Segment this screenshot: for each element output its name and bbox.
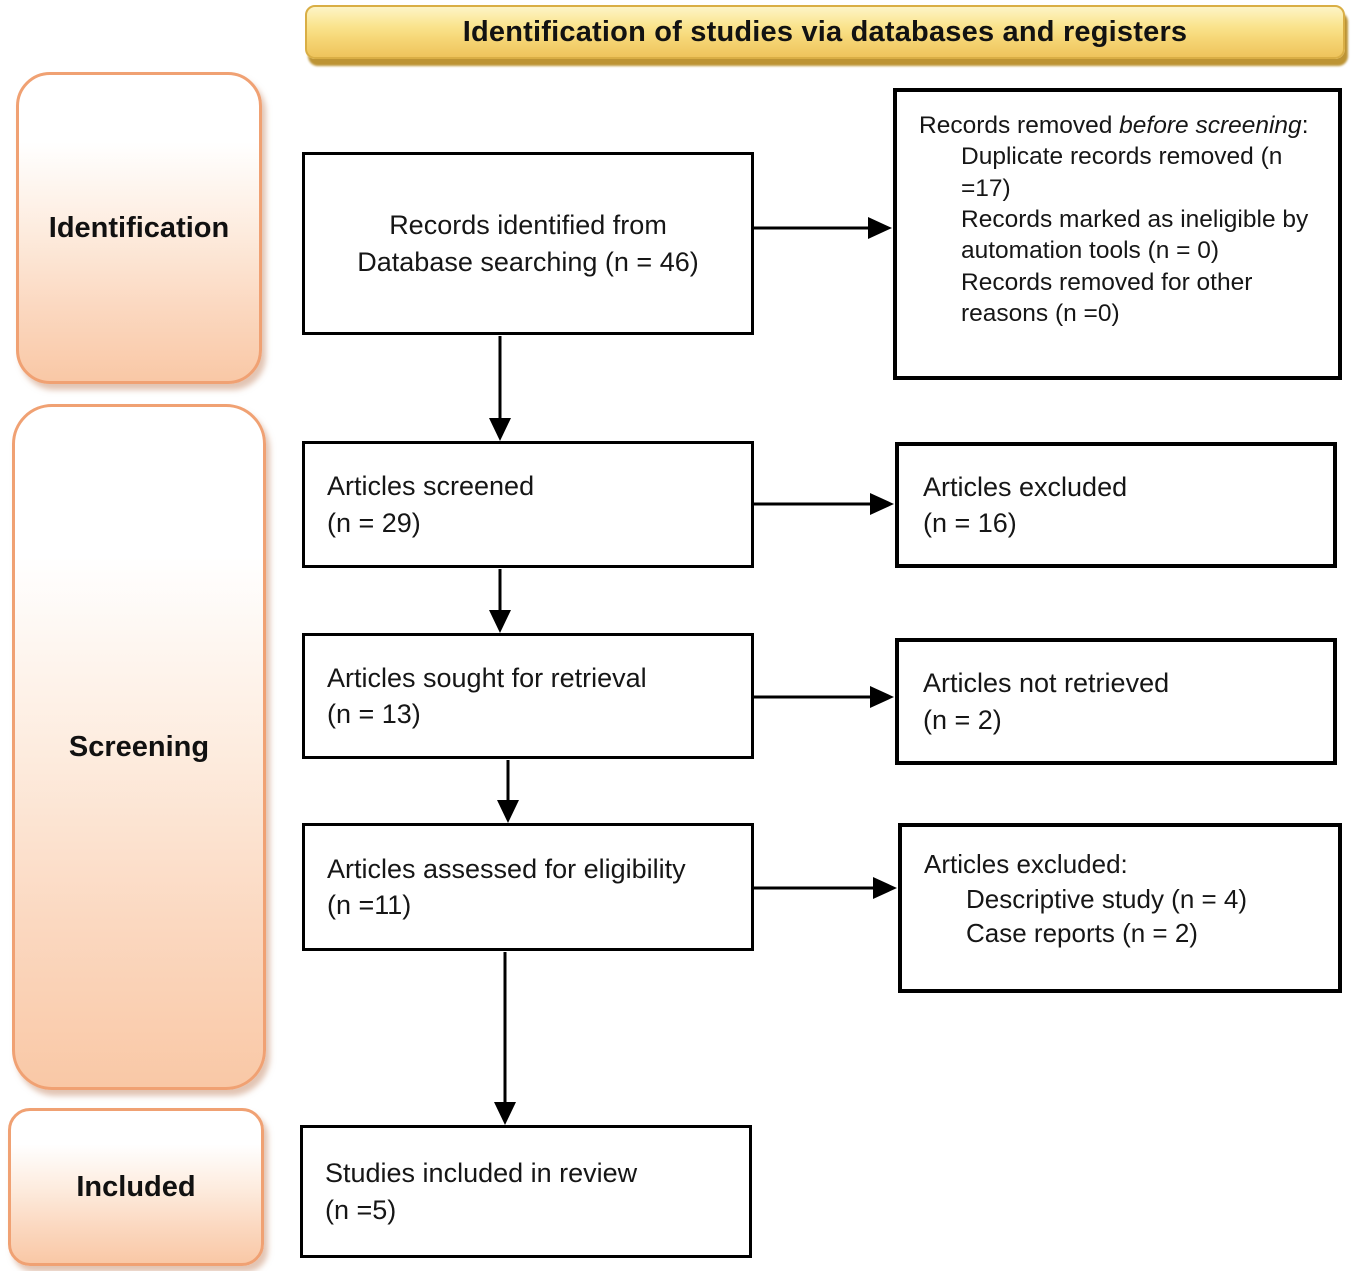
box-text-line: (n = 29) bbox=[327, 507, 421, 538]
heading-prefix: Records removed bbox=[919, 112, 1120, 139]
box-articles-excluded: Articles excluded (n = 16) bbox=[895, 442, 1337, 568]
arrow-identified-to-removed bbox=[754, 217, 892, 239]
box-text-line: Studies included in review bbox=[325, 1158, 638, 1189]
box-articles-sought: Articles sought for retrieval (n = 13) bbox=[302, 633, 754, 759]
box-articles-not-retrieved: Articles not retrieved (n = 2) bbox=[895, 638, 1337, 765]
excluded-item: Descriptive study (n = 4) bbox=[966, 883, 1248, 914]
box-studies-included: Studies included in review (n =5) bbox=[300, 1125, 752, 1258]
box-articles-screened: Articles screened (n = 29) bbox=[302, 441, 754, 568]
diagram-title: Identification of studies via databases … bbox=[462, 15, 1188, 48]
box-text-line: (n = 2) bbox=[923, 704, 1002, 735]
removed-item: Records removed for other reasons (n =0) bbox=[961, 268, 1253, 328]
box-text-line: Database searching (n = 46) bbox=[357, 246, 699, 277]
removed-item: Records marked as ineligible by automati… bbox=[961, 206, 1309, 265]
box-text-line: (n = 13) bbox=[327, 699, 421, 729]
box-records-identified: Records identified from Database searchi… bbox=[302, 152, 754, 335]
box-text-line: Articles excluded bbox=[923, 471, 1128, 502]
box-text-line: Articles sought for retrieval bbox=[327, 662, 647, 693]
arrow-screened-to-sought bbox=[489, 569, 511, 633]
stage-identification-label: Identification bbox=[48, 211, 230, 244]
box-text-line: Articles assessed for eligibility bbox=[327, 853, 686, 884]
stage-screening: Screening bbox=[12, 404, 266, 1090]
arrow-assessed-to-excluded bbox=[754, 877, 897, 899]
arrow-sought-to-assessed bbox=[497, 760, 519, 823]
stage-screening-label: Screening bbox=[68, 730, 210, 763]
heading-italic: before screening bbox=[1119, 112, 1302, 139]
excluded-heading: Articles excluded: bbox=[924, 849, 1128, 879]
box-articles-excluded-eligibility: Articles excluded: Descriptive study (n … bbox=[898, 823, 1342, 993]
box-text-line: (n =11) bbox=[327, 890, 412, 920]
title-banner: Identification of studies via databases … bbox=[305, 5, 1345, 59]
stage-included: Included bbox=[8, 1108, 264, 1266]
box-records-removed: Records removed before screening: Duplic… bbox=[893, 88, 1342, 380]
arrow-sought-to-notretrieved bbox=[754, 686, 894, 708]
stage-included-label: Included bbox=[76, 1170, 196, 1203]
excluded-item: Case reports (n = 2) bbox=[966, 918, 1198, 949]
box-text-line: (n =5) bbox=[325, 1194, 397, 1225]
box-text-line: Records identified from bbox=[389, 210, 667, 241]
box-articles-assessed: Articles assessed for eligibility (n =11… bbox=[302, 823, 754, 951]
records-removed-heading: Records removed before screening: bbox=[919, 110, 1318, 141]
removed-item: Duplicate records removed (n =17) bbox=[961, 143, 1283, 202]
heading-suffix: : bbox=[1301, 112, 1309, 139]
arrow-assessed-to-included bbox=[494, 952, 516, 1125]
box-text-line: (n = 16) bbox=[923, 508, 1017, 538]
arrow-identified-to-screened bbox=[489, 336, 511, 441]
arrow-screened-to-excluded bbox=[754, 493, 894, 515]
box-text-line: Articles not retrieved bbox=[923, 668, 1170, 699]
box-text-line: Articles screened bbox=[327, 471, 535, 502]
stage-identification: Identification bbox=[16, 72, 262, 384]
